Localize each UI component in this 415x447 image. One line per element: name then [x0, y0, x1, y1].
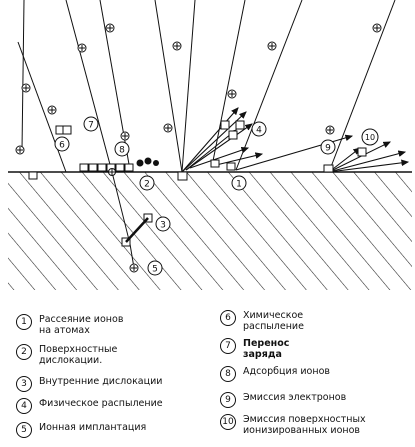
dislocation-segment: [125, 217, 149, 243]
ion-plus-icon: [227, 89, 237, 99]
ion-plus-icon: [15, 145, 25, 155]
arrow: [235, 134, 354, 171]
legend-text: Внутренние дислокации: [39, 376, 163, 387]
legend-item-3: 3 Внутренние дислокации: [16, 376, 162, 392]
ion-plus-icon: [129, 263, 139, 273]
ion-path: [65, 0, 113, 173]
legend-number: 4: [16, 398, 32, 414]
ion-plus-icon: [21, 83, 31, 93]
callout-2: 2: [139, 175, 155, 191]
legend-text: Физическое распыление: [39, 398, 163, 409]
legend-number: 2: [16, 344, 32, 360]
ion-path: [154, 0, 183, 173]
ion-plus-icon: [77, 43, 87, 53]
callouts: 1 2 3 4 5 6 7 8 9 10: [54, 116, 379, 276]
legend-item-10: 10 Эмиссия поверхностных ионизированных …: [220, 414, 366, 436]
incident-ion-paths: [17, 0, 396, 269]
ion-path: [17, 41, 67, 173]
callout-5: 5: [147, 260, 163, 276]
substrate-hatched: [8, 172, 412, 290]
ion-path: [21, 0, 25, 151]
ion-plus-icon: [172, 41, 182, 51]
arrow: [181, 107, 239, 173]
ion-plus-icon: [108, 168, 116, 176]
legend-number: 5: [16, 422, 32, 438]
legend-item-2: 2 Поверхностные дислокации.: [16, 344, 117, 366]
ion-surface-interaction-diagram: 1 2 3 4 5 6 7 8 9 10: [8, 0, 412, 290]
arrow: [328, 159, 410, 173]
callout-1: 1: [231, 175, 247, 191]
legend-item-6: 6 Химическое распыление: [220, 310, 304, 332]
legend-number: 9: [220, 392, 236, 408]
ion-plus-icon: [267, 41, 277, 51]
ion-path: [181, 0, 196, 173]
legend-item-9: 9 Эмиссия электронов: [220, 392, 346, 408]
emitted-particle-arrows: [181, 107, 410, 173]
svg-text:7: 7: [88, 121, 94, 131]
arrow: [328, 147, 361, 173]
legend-text: Перенос заряда: [243, 338, 290, 360]
ion-path: [211, 0, 246, 167]
arrow: [185, 123, 253, 171]
arrow: [328, 150, 407, 173]
arrow: [181, 111, 247, 173]
legend-text: Ионная имплантация: [39, 422, 147, 433]
ion-path: [328, 0, 396, 173]
legend-number: 3: [16, 376, 32, 392]
legend: 1 Рассеяние ионов на атомах 2 Поверхност…: [0, 300, 415, 447]
adsorbed-atoms: [136, 157, 159, 167]
ion-plus-icon: [105, 23, 115, 33]
ion-plus-icon: [120, 131, 130, 141]
legend-number: 8: [220, 366, 236, 382]
ion-path: [235, 0, 303, 171]
callout-10: 10: [361, 128, 379, 146]
svg-text:8: 8: [119, 146, 125, 156]
callout-8: 8: [114, 141, 130, 157]
arrow: [185, 129, 237, 171]
ion-symbols: [15, 23, 382, 273]
adsorbed-ion-layer: [79, 163, 134, 172]
callout-7: 7: [83, 116, 99, 132]
legend-text: Эмиссия электронов: [243, 392, 347, 403]
legend-number: 10: [220, 414, 236, 430]
svg-text:2: 2: [144, 180, 150, 190]
svg-text:6: 6: [59, 141, 65, 151]
legend-text: Поверхностные дислокации.: [39, 344, 118, 366]
svg-text:4: 4: [256, 126, 262, 136]
ion-path: [111, 171, 131, 245]
legend-text: Химическое распыление: [243, 310, 304, 332]
arrow: [211, 152, 264, 167]
legend-item-8: 8 Адсорбция ионов: [220, 366, 330, 382]
arrow: [189, 147, 250, 169]
legend-number: 6: [220, 310, 236, 326]
svg-text:5: 5: [152, 265, 158, 275]
callout-6: 6: [54, 136, 70, 152]
callout-4: 4: [251, 121, 267, 137]
ion-plus-icon: [372, 23, 382, 33]
svg-text:3: 3: [160, 221, 166, 231]
callout-3: 3: [155, 216, 171, 232]
legend-item-7: 7 Перенос заряда: [220, 338, 289, 360]
legend-number: 1: [16, 314, 32, 330]
svg-text:10: 10: [365, 133, 375, 142]
legend-item-5: 5 Ионная имплантация: [16, 422, 146, 438]
svg-text:9: 9: [325, 144, 331, 154]
ion-plus-icon: [47, 105, 57, 115]
legend-number: 7: [220, 338, 236, 354]
legend-item-1: 1 Рассеяние ионов на атомах: [16, 314, 123, 336]
legend-text: Рассеяние ионов на атомах: [39, 314, 124, 336]
ion-plus-icon: [325, 125, 335, 135]
arrow: [328, 141, 391, 173]
ion-plus-icon: [163, 123, 173, 133]
ion-path: [99, 0, 131, 171]
callout-9: 9: [320, 139, 336, 155]
legend-text: Адсорбция ионов: [243, 366, 330, 377]
legend-item-4: 4 Физическое распыление: [16, 398, 163, 414]
svg-text:1: 1: [236, 180, 242, 190]
legend-text: Эмиссия поверхностных ионизированных ион…: [243, 414, 366, 436]
